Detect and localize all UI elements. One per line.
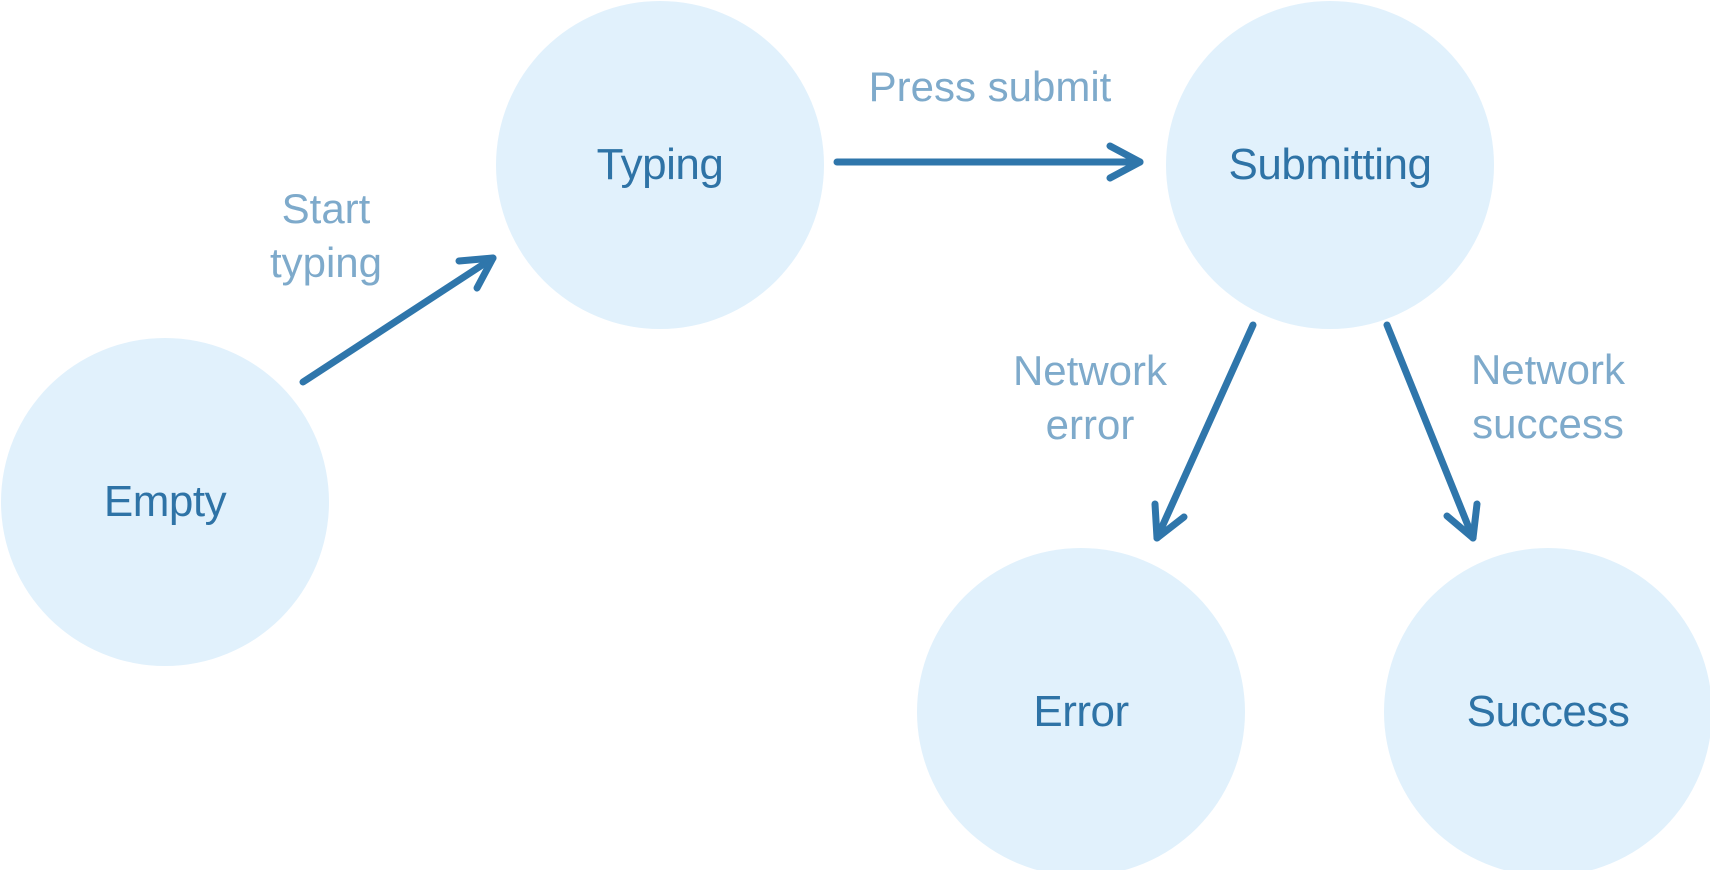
state-node-empty: Empty bbox=[1, 338, 329, 666]
transition-label-network-error: Network error bbox=[1012, 347, 1168, 448]
transition-label-press-submit: Press submit bbox=[868, 63, 1112, 110]
state-node-success: Success bbox=[1384, 548, 1710, 870]
transition-label-network-success: Network success bbox=[1470, 346, 1626, 447]
state-node-error: Error bbox=[917, 548, 1245, 870]
state-node-submitting: Submitting bbox=[1166, 1, 1494, 329]
arrow-typing-to-submitting bbox=[833, 142, 1144, 182]
state-label-success: Success bbox=[1466, 687, 1630, 736]
state-node-typing: Typing bbox=[496, 1, 824, 329]
state-label-submitting: Submitting bbox=[1228, 140, 1432, 189]
state-label-empty: Empty bbox=[103, 477, 227, 526]
state-label-typing: Typing bbox=[596, 140, 724, 189]
state-label-error: Error bbox=[1033, 687, 1129, 736]
transition-label-start-typing: Start typing bbox=[269, 185, 383, 286]
